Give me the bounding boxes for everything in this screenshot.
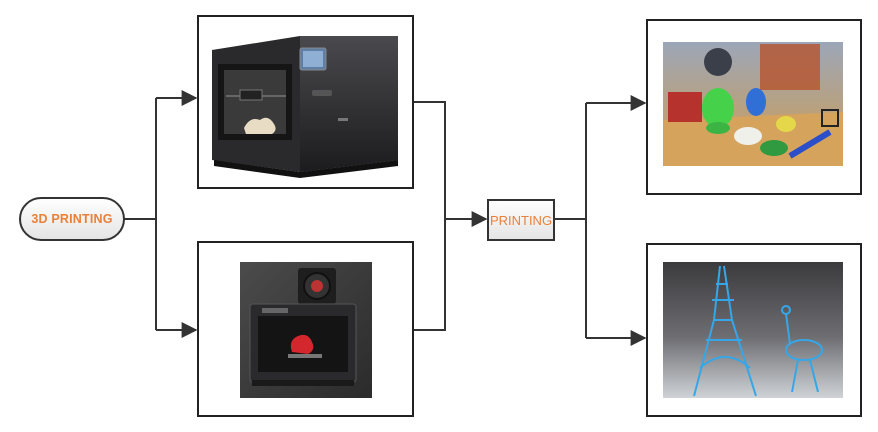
output-models-image bbox=[663, 42, 843, 166]
start-node-label: 3D PRINTING bbox=[31, 212, 113, 226]
frame-output-tower bbox=[646, 243, 862, 417]
printer-large-image bbox=[212, 36, 398, 178]
frame-printer-small bbox=[197, 241, 414, 417]
printer-small-image bbox=[240, 262, 372, 398]
start-node bbox=[19, 197, 125, 241]
output-tower-image bbox=[663, 262, 843, 398]
frame-output-models bbox=[646, 19, 862, 195]
process-node-label: PRINTING bbox=[489, 212, 553, 228]
frame-printer-large bbox=[197, 15, 414, 189]
connectors bbox=[124, 90, 647, 346]
process-node bbox=[487, 199, 555, 241]
connector-printer-large-out bbox=[413, 101, 446, 331]
